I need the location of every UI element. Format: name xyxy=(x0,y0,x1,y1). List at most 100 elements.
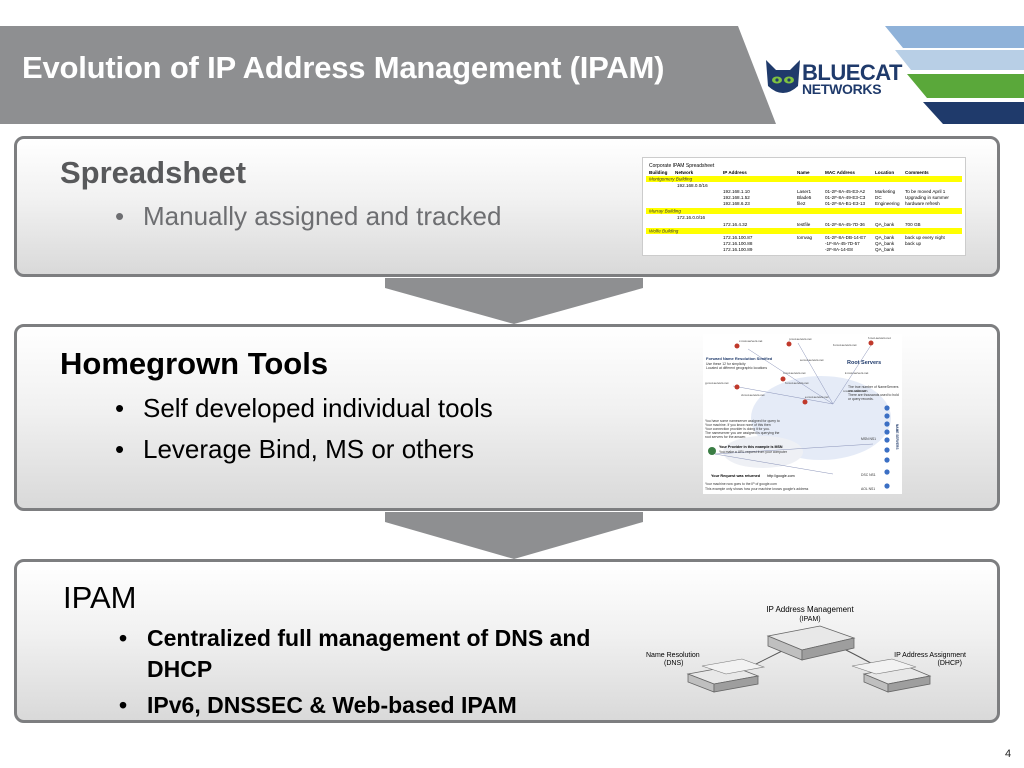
sheet-cell: QA_bank xyxy=(875,241,895,246)
name-server-label: DSC NS1 xyxy=(861,473,876,477)
down-arrow-2 xyxy=(385,512,643,559)
bullet-self-developed: Self developed individual tools xyxy=(115,393,493,424)
ipam-left-label: Name Resolution xyxy=(646,652,700,659)
dns-appliance-icon xyxy=(686,658,766,693)
sheet-cell: DC xyxy=(875,195,882,200)
dns-diagram-subtitle: Located at different geographic location… xyxy=(706,366,767,370)
sheet-cell: Laser1 xyxy=(797,189,811,194)
sheet-cell: 172.16.100.88 xyxy=(723,241,753,246)
globe-icon xyxy=(708,447,716,455)
sheet-cell: -2F-8A-14-E8 xyxy=(825,247,853,252)
sheet-cell: 172.16.100.89 xyxy=(723,247,753,252)
sheet-cell: 192.168.1.52 xyxy=(723,195,750,200)
title-bar-shape xyxy=(0,26,776,124)
sheet-network: 172.16.0.0/16 xyxy=(677,215,706,220)
dns-note: The true number of NameServers xyxy=(848,385,899,389)
dns-diagram-title: Forward Name Resolution Simified xyxy=(706,356,773,361)
root-node-label: a.root-servers.net xyxy=(800,358,824,362)
dns-note: There are thousands used to hold xyxy=(848,393,899,397)
name-server-label: MSN NS1 xyxy=(861,437,876,441)
sheet-cell: 01-2F-8A-B1-E3-13 xyxy=(825,201,866,206)
root-node-label: l.root-servers.net xyxy=(783,371,806,375)
stage-heading-ipam: IPAM xyxy=(63,580,137,615)
sheet-cell: back up every night xyxy=(905,235,946,240)
sheet-cell: QA_bank xyxy=(875,222,895,227)
bullet-manually-assigned: Manually assigned and tracked xyxy=(115,201,501,232)
dns-text: Your connection provider is doing it for… xyxy=(705,427,770,431)
sheet-building: Wolfe Building xyxy=(649,229,679,234)
sheet-highlight-row xyxy=(646,228,962,234)
sheet-col-comments: Comments xyxy=(905,170,929,175)
root-node-label: j.root-servers.net xyxy=(788,337,812,341)
cat-head-icon xyxy=(766,60,800,93)
sheet-cell: 01-2F-8A-DB-14-E7 xyxy=(825,235,866,240)
sheet-highlight-row xyxy=(646,176,962,182)
root-node-label: i.root-servers.net xyxy=(843,389,866,393)
name-server-label: AOL NS1 xyxy=(861,487,875,491)
ipam-appliance-icon xyxy=(766,625,856,661)
sheet-cell: To be moved April 1 xyxy=(905,189,946,194)
stage-heading-homegrown: Homegrown Tools xyxy=(60,346,329,381)
logo-wordmark-bottom: NETWORKS xyxy=(802,81,882,97)
dns-text: Your machine. If you know none of this t… xyxy=(705,423,771,427)
dns-returned-value: http://google.com xyxy=(767,474,795,478)
slide-title: Evolution of IP Address Management (IPAM… xyxy=(22,50,665,85)
sheet-cell: tomvag xyxy=(797,235,813,240)
sheet-col-mac: MAC Address xyxy=(825,170,855,175)
dns-diagram-subtitle: Use these 12 for simplicity xyxy=(706,362,746,366)
sheet-highlight-row xyxy=(646,208,962,214)
sheet-cell: 192.168.1.10 xyxy=(723,189,750,194)
sheet-col-name: Name xyxy=(797,170,810,175)
root-node-label: b.root-servers.net xyxy=(833,343,857,347)
sheet-cell: testfile xyxy=(797,222,811,227)
dhcp-appliance-icon xyxy=(851,658,932,693)
name-servers-side-label: NAME SERVERS xyxy=(895,424,899,449)
spreadsheet-thumbnail: Corporate IPAM Spreadsheet Building Netw… xyxy=(642,157,966,256)
ipam-diagram: IP Address Management (IPAM) Name Resolu… xyxy=(640,602,970,702)
sheet-cell: 172.16.4.32 xyxy=(723,222,748,227)
sheet-cell: QA_bank xyxy=(875,235,895,240)
ipam-top-sub: (IPAM) xyxy=(799,616,820,623)
root-node-label: c.root-servers.net xyxy=(739,339,763,343)
sheet-cell: 700 GB xyxy=(905,222,921,227)
dns-note: or query records. xyxy=(848,397,874,401)
dns-footer: This example only shows how your machine… xyxy=(705,487,809,491)
sheet-title: Corporate IPAM Spreadsheet xyxy=(649,163,715,169)
root-node-label: e.root-servers.net xyxy=(805,395,829,399)
root-servers-label: Root Servers xyxy=(847,360,881,366)
root-node-label: f.root-servers.net xyxy=(868,336,891,340)
root-node-label: g.root-servers.net xyxy=(705,381,729,385)
dns-returned: Your Request was returned xyxy=(711,474,761,478)
dns-footer: Your machine now goes to the IP of googl… xyxy=(705,482,777,486)
ipam-left-sub: (DNS) xyxy=(664,660,683,667)
sheet-cell: 172.16.100.87 xyxy=(723,235,753,240)
bullet-leverage-bind: Leverage Bind, MS or others xyxy=(115,434,474,465)
down-arrow-1 xyxy=(385,278,643,324)
bullet-centralized-continued: DHCP xyxy=(147,656,213,682)
dns-provider: You make a URL request from your compute… xyxy=(719,450,788,454)
sheet-col-ip: IP Address xyxy=(723,170,747,175)
dns-note: are unknown. xyxy=(848,389,868,393)
sheet-cell: Blade5 xyxy=(797,195,812,200)
spreadsheet-image: Corporate IPAM Spreadsheet Building Netw… xyxy=(644,163,964,252)
sheet-cell: 192.168.6.23 xyxy=(723,201,750,206)
ipam-right-label: IP Address Assignment xyxy=(894,652,966,659)
sheet-cell: 01-2F-8A-45-7D-36 xyxy=(825,222,865,227)
bluecat-logo: BLUECAT NETWORKS xyxy=(764,56,904,106)
stage-heading-spreadsheet: Spreadsheet xyxy=(60,155,247,190)
sheet-cell: back up xyxy=(905,241,922,246)
sheet-cell: hardware refresh xyxy=(905,201,940,206)
root-node-label: k.root-servers.net xyxy=(845,371,869,375)
sheet-cell: Upgrading in summer xyxy=(905,195,949,200)
dns-diagram-image: c.root-servers.net j.root-servers.net f.… xyxy=(705,336,899,491)
sheet-col-location: Location xyxy=(875,170,894,175)
sheet-cell: 01-2F-8A-45-E3-A2 xyxy=(825,189,866,194)
corner-stripes xyxy=(885,26,1024,124)
sheet-cell: file2 xyxy=(797,201,806,206)
ipam-right-sub: (DHCP) xyxy=(938,660,963,667)
sheet-cell: QA_bank xyxy=(875,247,895,252)
bullet-centralized: Centralized full management of DNS and xyxy=(119,625,590,652)
dns-text: You have some nameserver assigned for qu… xyxy=(705,419,780,423)
ipam-top-label: IP Address Management xyxy=(766,605,854,614)
sheet-building: Montgomery Building xyxy=(649,177,693,182)
